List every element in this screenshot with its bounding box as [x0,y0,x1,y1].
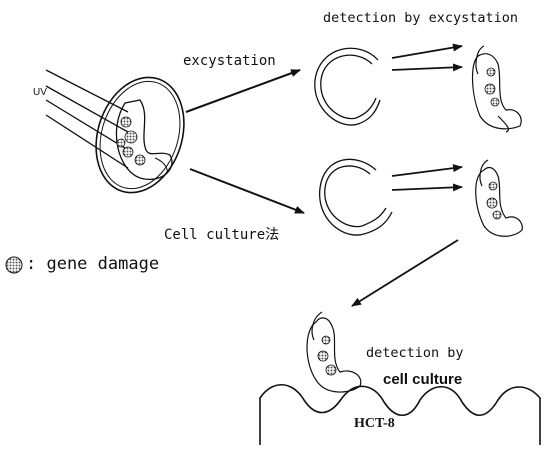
sporozoite-gene-damage-icon-bottom [318,336,336,375]
excystation-label: excystation [183,54,276,68]
cell-culture-method-label: Cell culture法 [164,228,279,242]
sporozoite-icon-right [476,160,523,236]
arrow-cell-culture-1 [392,167,462,176]
arrow-cell-culture-2 [392,187,462,190]
sporozoite-gene-damage-icon-right [487,182,501,219]
sporozoite-icon-upper [473,46,522,132]
empty-oocyst-shell-icon-lower [320,159,392,235]
empty-oocyst-shell-icon-upper [315,48,380,125]
detection-by-excystation-label: detection by excystation [323,12,518,26]
sporozoite-gene-damage-icon-upper [485,68,499,106]
arrow-to-cell-culture [190,169,304,213]
gene-damage-legend-icon [6,257,22,273]
arrow-detect-excystation-1 [392,46,462,58]
uv-label: UV [33,88,47,98]
hct8-label: HCT-8 [354,417,395,431]
uv-rays-icon [46,70,128,168]
arrow-detect-excystation-2 [392,67,462,70]
arrow-to-host-cells [352,240,458,306]
arrow-to-excystation [186,70,300,112]
gene-damage-legend-label: : gene damage [26,256,159,273]
oocyst-icon [82,66,198,204]
detection-by-cell-culture-label: detection by [366,347,464,361]
host-cell-layer-icon [260,385,540,445]
cell-culture-label: cell culture [383,372,462,387]
sporozoite-icon-bottom [307,312,361,392]
